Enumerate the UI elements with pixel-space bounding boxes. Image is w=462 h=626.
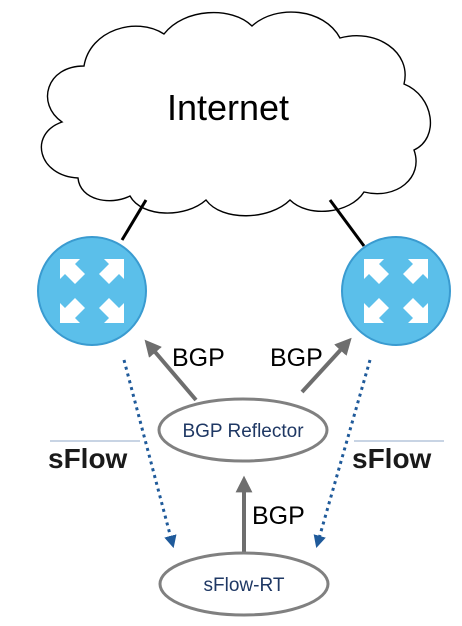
sflow-rt-label: sFlow-RT (204, 575, 285, 596)
bgp-reflector-label: BGP Reflector (182, 421, 304, 442)
bgp-arrow-right (300, 337, 352, 394)
link-right-router (328, 199, 366, 247)
internet-label: Internet (167, 87, 289, 128)
bgp-arrow-left (144, 339, 198, 402)
router-left (37, 236, 147, 346)
sflow-logo-text: sFlow (48, 443, 128, 474)
sflow-logo-right: sFlow (352, 440, 444, 474)
bgp-label-bottom: BGP (252, 502, 305, 530)
sflow-rt-node: sFlow-RT (158, 551, 330, 617)
bgp-reflector-node: BGP Reflector (157, 397, 329, 463)
sflow-logo-left: sFlow (48, 440, 140, 474)
bgp-label-left: BGP (172, 344, 225, 372)
internet-cloud: Internet (40, 11, 432, 217)
router-right (341, 236, 451, 346)
sflow-logo-text: sFlow (352, 443, 432, 474)
link-left-router (120, 199, 148, 241)
bgp-label-right: BGP (270, 344, 323, 372)
sflow-arrow-left (122, 359, 177, 549)
